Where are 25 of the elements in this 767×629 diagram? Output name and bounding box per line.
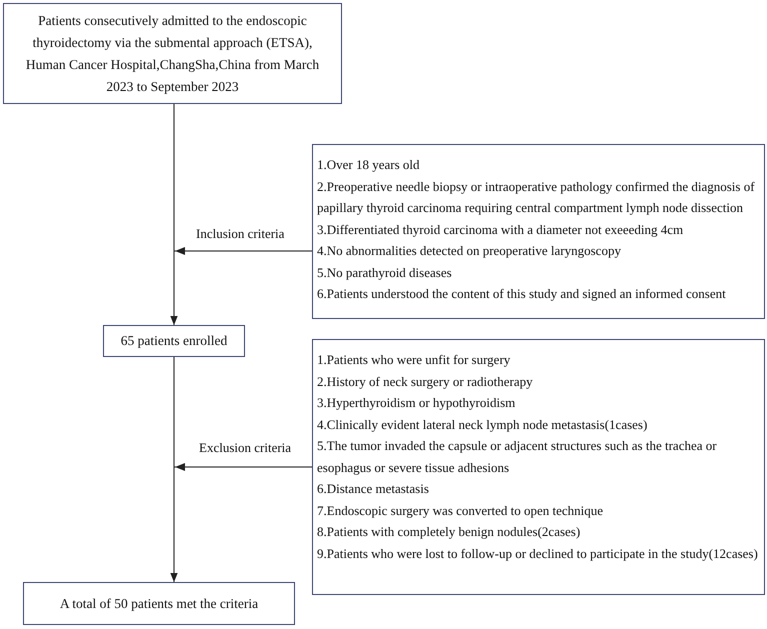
box-text: Patients consecutively admitted to the endoscopic thyroidectomy via the submental approach (ETSA), Human Cancer Hospital,ChangSha,China from March 2023 to September 2023 xyxy=(24,12,320,96)
criterion-text: 1.Over 18 years old xyxy=(317,156,421,174)
criterion-text: 8.Patients with completely benign nodules(2cases) xyxy=(317,523,582,541)
criterion-text: 2.History of neck surgery or radiotherapy xyxy=(317,372,534,391)
box-text: A total of 50 patients met the criteria xyxy=(60,594,258,613)
criterion-text: 6.Distance metastasis xyxy=(317,480,430,498)
criterion-text: 9.Patients who were lost to follow-up or declined to participate in the study(12cases) xyxy=(317,544,759,563)
criteria-box xyxy=(312,339,765,595)
criterion-text: 1.Patients who were unfit for surgery xyxy=(317,351,512,369)
criterion-text: 5.No parathyroid diseases xyxy=(317,264,453,282)
criterion-text: 7.Endoscopic surgery was converted to open technique xyxy=(317,502,604,520)
criterion-text: 3.Hyperthyroidism or hypothyroidism xyxy=(317,394,516,412)
box-text: 65 patients enrolled xyxy=(120,332,228,350)
criteria-box xyxy=(312,144,765,319)
criterion-text: 6.Patients understood the content of this study and signed an informed consent xyxy=(317,285,727,303)
arrow xyxy=(170,247,312,326)
arrow xyxy=(170,463,312,582)
criterion-text: 4.No abnormalities detected on preoperative laryngoscopy xyxy=(317,242,622,260)
process-box xyxy=(3,3,342,104)
criterion-text: 2.Preoperative needle biopsy or intraoperative pathology confirmed the diagnosis of papillary thyroid carcinoma requiring central compartment lymph node dissection xyxy=(317,178,756,217)
criterion-text: 5.The tumor invaded the capsule or adjacent structures such as the trachea or esophagus or severe tissue adhesions xyxy=(317,437,718,477)
process-box xyxy=(103,325,245,357)
criterion-text: 4.Clinically evident lateral neck lymph node metastasis(1cases) xyxy=(317,416,648,434)
criterion-text: 3.Differentiated thyroid carcinoma with a diameter not exeeeding 4cm xyxy=(317,220,684,239)
process-box xyxy=(23,582,295,625)
